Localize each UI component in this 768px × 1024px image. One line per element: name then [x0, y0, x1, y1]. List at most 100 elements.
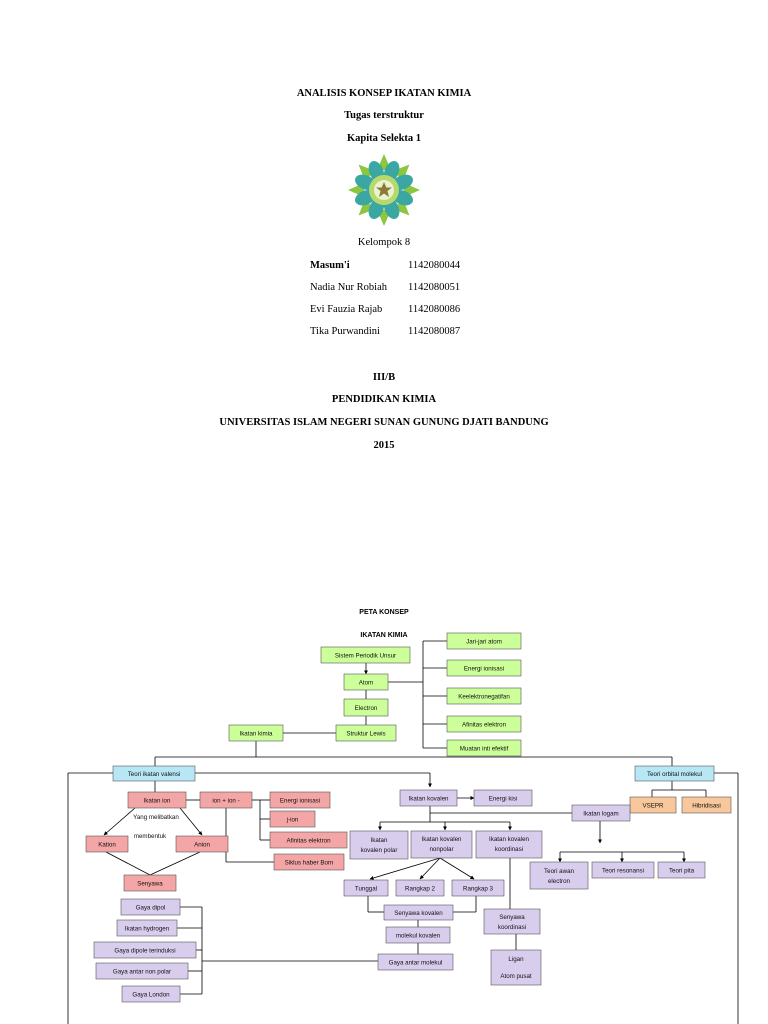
label: koordinasi	[495, 846, 523, 853]
label: Keelektronegatifan	[458, 694, 510, 701]
label: Sistem Periodik Unsur	[335, 653, 396, 660]
label: Gaya London	[132, 992, 170, 999]
group-label: Kelompok 8	[357, 237, 411, 248]
label: Ikatan kimia	[239, 731, 273, 738]
node-siklus-haber-born	[273, 853, 345, 871]
label: Tunggal	[355, 886, 377, 893]
label: koordinasi	[498, 924, 526, 931]
label: VSEPR	[643, 803, 665, 810]
cover-title: ANALISIS KONSEP IKATAN KIMIA	[296, 88, 472, 99]
node-gaya-dipol	[120, 898, 181, 916]
node-afinitas-elektron	[446, 715, 522, 733]
node-teori-orbital-molekul	[634, 765, 715, 782]
label: Gaya antar molekul	[389, 960, 443, 967]
label: Gaya dipole terinduksi	[114, 948, 175, 955]
node-teori-awan-electron	[529, 861, 589, 890]
node-gaya-dipole-terinduksi	[93, 941, 197, 959]
label: Struktur Lewis	[346, 731, 385, 738]
label: nonpolar	[429, 846, 453, 853]
node-sistem-periodik-unsur	[320, 646, 411, 664]
node-gaya-antar-molekul	[377, 953, 454, 971]
concept-map-topic: IKATAN KIMIA	[360, 632, 408, 639]
node-senyawa	[123, 874, 177, 892]
cover-subtitle: Tugas terstruktur	[344, 110, 424, 121]
label: Ikatan hydrogen	[125, 926, 170, 933]
node-rangkap-3	[451, 879, 505, 897]
node-ikatan-kovalen-polar	[349, 830, 409, 860]
class-label: III/B	[372, 372, 396, 383]
label: Senyawa	[137, 881, 163, 888]
node-ligan-atom-pusat	[490, 949, 542, 986]
label: Ikatan kovalen	[409, 796, 449, 803]
label: Teori awan	[544, 868, 574, 875]
label: Senyawa	[499, 914, 525, 921]
node-ikatan-hydrogen	[116, 919, 178, 937]
node-ikatan-kovalen-nonpolar	[410, 830, 473, 859]
label: Ikatan kovalen	[422, 836, 462, 843]
label: Atom	[359, 680, 373, 687]
node-j-ion	[269, 810, 316, 828]
node-anion	[175, 835, 229, 853]
node-jari-jari-atom	[446, 632, 522, 650]
node-electron	[343, 698, 389, 717]
member-name: Masum'i	[310, 260, 350, 271]
node-rangkap-2	[395, 879, 445, 897]
node-senyawa-kovalen	[383, 904, 454, 921]
label: Teori resonansi	[602, 868, 644, 875]
member-name: Tika Purwandini	[310, 326, 380, 337]
node-teori-pita	[657, 861, 706, 879]
node-senyawa-koordinasi	[483, 908, 541, 935]
label: Ligan	[508, 956, 524, 963]
node-muatan-inti-efektif	[446, 739, 522, 757]
node-atom	[343, 673, 389, 691]
connector-lines	[67, 640, 739, 1024]
member-id: 1142080044	[408, 260, 461, 271]
member-name: Nadia Nur Robiah	[310, 282, 387, 293]
node-energi-kisi	[473, 789, 533, 807]
year-label: 2015	[373, 440, 395, 451]
node-teori-resonansi	[591, 861, 655, 879]
label: Yang melibatkan	[133, 814, 179, 821]
label: Afinitas elektron	[286, 838, 331, 845]
label: Jari-jari atom	[466, 639, 502, 646]
label: kovalen polar	[361, 847, 398, 854]
concept-map-heading: PETA KONSEP	[359, 609, 409, 616]
label: Electron	[355, 705, 378, 712]
label: ion + ion -	[212, 798, 239, 805]
node-afinitas-elektron-ion	[269, 831, 348, 849]
node-hibridisasi	[681, 796, 732, 814]
label: Ikatan kovalen	[489, 836, 529, 843]
label: Muatan inti efektif	[460, 746, 509, 753]
member-id: 1142080087	[408, 326, 461, 337]
label: Siklus haber Born	[285, 860, 334, 867]
label: Hibridisasi	[692, 803, 721, 810]
label: electron	[548, 878, 571, 885]
node-ion-ion	[199, 791, 253, 809]
label: Energi ionisasi	[464, 666, 504, 673]
node-energi-ionisasi-ion	[269, 791, 331, 809]
label: molekul kovalen	[396, 933, 441, 940]
node-ikatan-ion	[127, 791, 187, 809]
node-ikatan-kovalen	[399, 789, 458, 807]
label: Ikatan logam	[583, 811, 618, 818]
label: Rangkap 3	[463, 886, 493, 893]
label: Anion	[194, 842, 210, 849]
member-id: 1142080086	[408, 304, 461, 315]
node-keelektronegatifan	[446, 687, 522, 705]
node-struktur-lewis	[335, 724, 397, 742]
department-label: PENDIDIKAN KIMIA	[331, 394, 437, 405]
label: Senyawa kovalen	[394, 910, 443, 917]
label: Gaya antar non polar	[113, 969, 171, 976]
university-logo-icon	[346, 152, 422, 228]
label: Gaya dipol	[136, 905, 166, 912]
label: j-ion	[286, 817, 299, 824]
label: Energi ionisasi	[280, 798, 320, 805]
label: Teori orbital molekul	[647, 771, 702, 778]
label: Afinitas elektron	[462, 722, 507, 729]
member-id: 1142080051	[408, 282, 461, 293]
node-gaya-antar-non-polar	[95, 962, 189, 980]
label: membentuk	[134, 833, 167, 840]
cover-course: Kapita Selekta 1	[346, 133, 422, 144]
node-ikatan-kimia	[228, 724, 284, 742]
